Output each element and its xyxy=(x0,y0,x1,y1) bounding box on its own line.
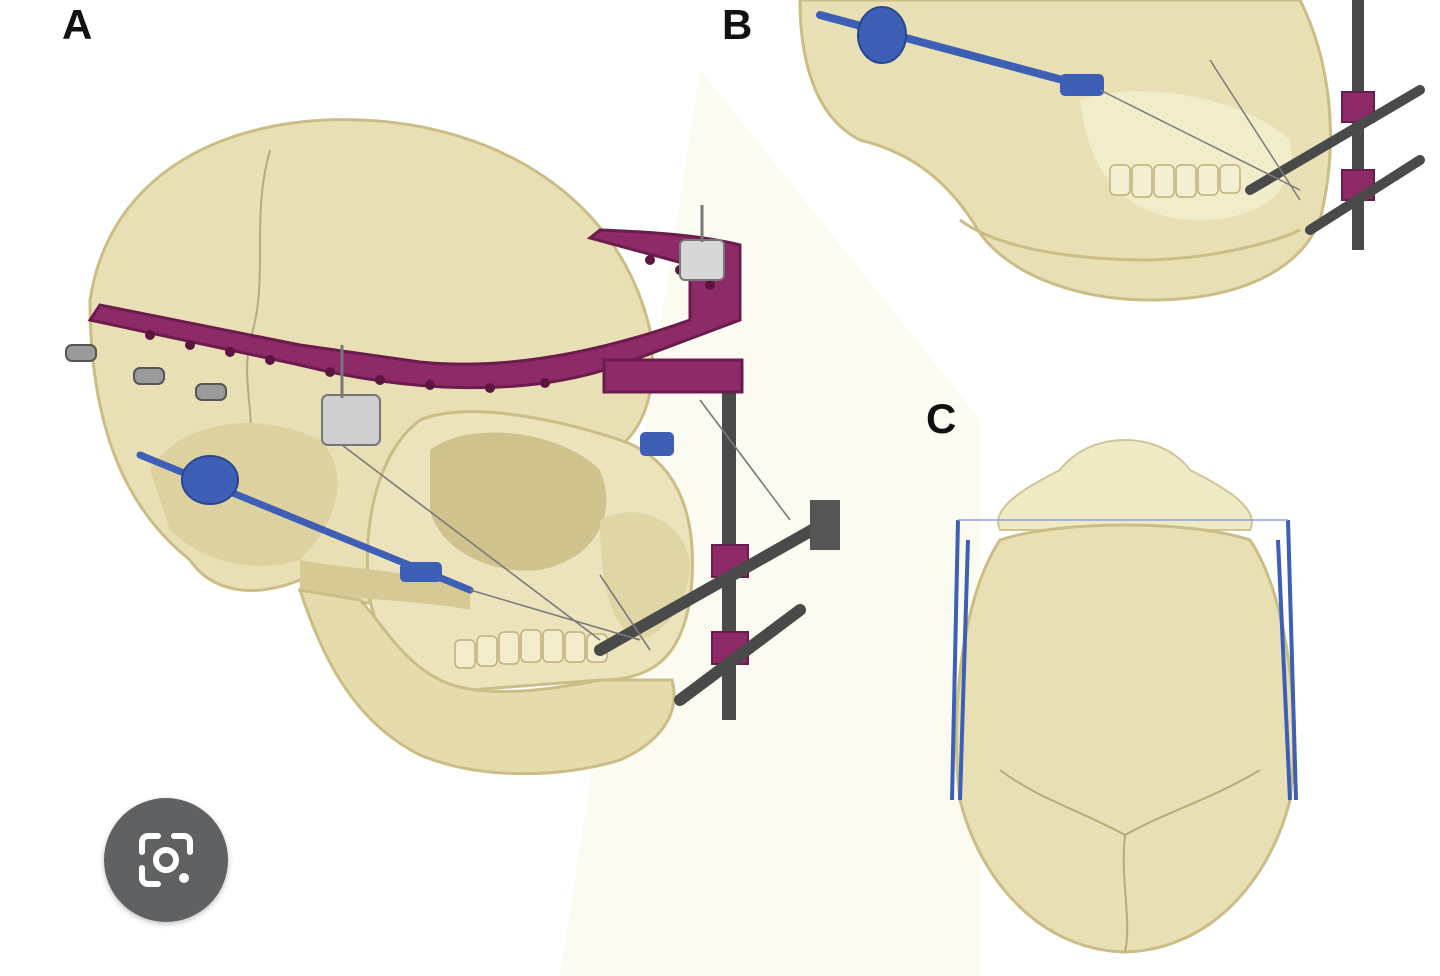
panel-b-figure xyxy=(798,0,1425,302)
wire-clip-a2 xyxy=(640,432,674,456)
panel-label-c: C xyxy=(926,395,957,442)
halo-frame-bar xyxy=(87,228,742,390)
horizontal-rod-b1 xyxy=(1245,85,1425,195)
rod-end-clamp xyxy=(810,500,840,550)
wire-clip-b xyxy=(1060,74,1104,96)
google-lens-button[interactable] xyxy=(104,798,228,922)
sagittal-suture-c xyxy=(1122,834,1129,953)
clamp-block-front xyxy=(321,394,381,446)
skull-b xyxy=(798,0,1332,302)
panel-label-a: A xyxy=(62,1,93,48)
skull-pins xyxy=(65,344,227,401)
backdrop-sheet xyxy=(560,70,980,976)
wire-clip-a xyxy=(400,562,442,582)
skull-c-vault xyxy=(954,523,1296,954)
orbit-a xyxy=(430,432,607,571)
wire-anchor-b xyxy=(857,6,907,64)
frame-arm-a xyxy=(602,358,744,394)
blue-wires-c xyxy=(950,519,1298,801)
facial-bones-c xyxy=(997,439,1253,531)
fine-wires-a xyxy=(341,399,791,651)
panel-label-b: B xyxy=(722,1,753,48)
horizontal-rod-a2 xyxy=(674,604,806,706)
panel-c-figure xyxy=(950,439,1298,954)
coronal-suture-c xyxy=(999,769,1261,837)
horizontal-rod-b2 xyxy=(1305,155,1425,235)
panel-a-figure xyxy=(65,118,840,776)
clamp-block-top xyxy=(679,239,725,281)
google-lens-icon xyxy=(139,833,193,887)
skull-a-mandible xyxy=(297,588,676,776)
zygomatic-arch-a xyxy=(300,560,470,610)
wire-anchor-a xyxy=(181,455,239,505)
teeth-b xyxy=(1109,164,1241,198)
horizontal-rod-a1 xyxy=(594,514,836,656)
fine-wires-b xyxy=(1099,59,1301,201)
